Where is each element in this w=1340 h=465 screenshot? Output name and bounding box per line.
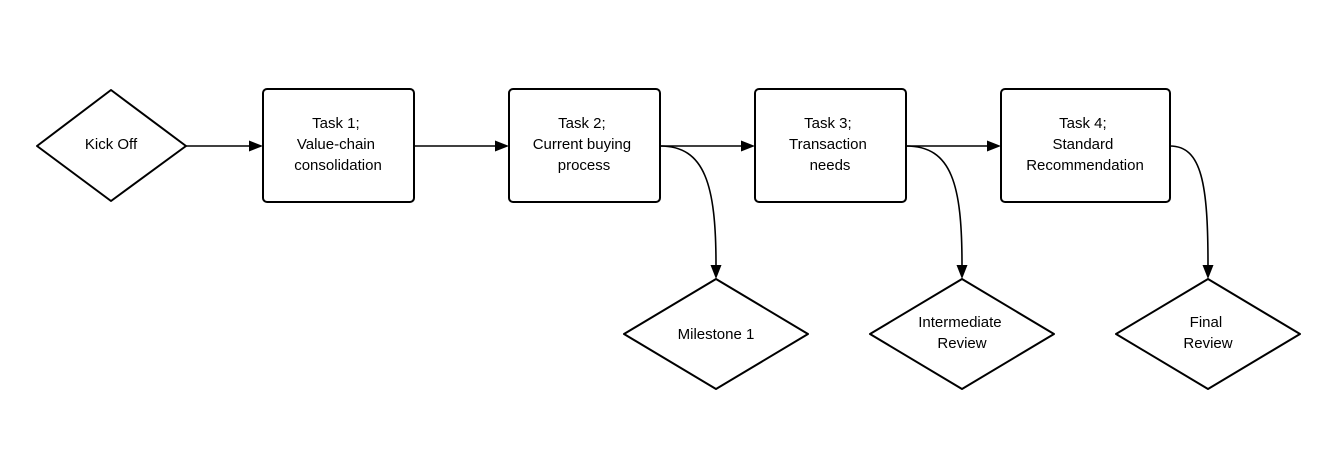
final-review-label: Final Review	[1183, 314, 1232, 352]
arrowhead-task2	[495, 140, 509, 152]
node-task2[interactable]: Task 2; Current buying process	[508, 88, 661, 203]
node-kickoff[interactable]: Kick Off	[36, 89, 187, 202]
kickoff-diamond	[36, 89, 187, 202]
task3-label-line-2: Transaction	[789, 136, 867, 153]
arrowhead-final	[1202, 265, 1214, 279]
arrowhead-task1	[249, 140, 263, 152]
node-task4[interactable]: Task 4; Standard Recommendation	[1000, 88, 1171, 203]
intermediate-review-label: Intermediate Review	[918, 314, 1006, 352]
edge-task3-intermediate	[905, 145, 963, 266]
task2-label-line-3: process	[558, 157, 611, 174]
node-task3[interactable]: Task 3; Transaction needs	[754, 88, 907, 203]
task4-label-line-1: Task 4;	[1059, 115, 1107, 132]
kickoff-label: Kick Off	[85, 136, 138, 153]
arrowhead-task3	[741, 140, 755, 152]
task3-box	[754, 88, 907, 203]
task4-label: Task 4; Standard Recommendation	[1026, 115, 1144, 174]
final-review-diamond	[1115, 278, 1301, 390]
intermediate-review-label-line-2: Review	[937, 335, 986, 352]
node-task1[interactable]: Task 1; Value-chain consolidation	[262, 88, 415, 203]
intermediate-review-diamond	[869, 278, 1055, 390]
task1-label-line-1: Task 1;	[312, 115, 360, 132]
task3-label-line-3: needs	[810, 157, 851, 174]
milestone1-label-line-1: Milestone 1	[678, 326, 755, 343]
edge-task4-final	[1169, 145, 1209, 266]
milestone1-label: Milestone 1	[678, 326, 755, 343]
task1-label-line-3: consolidation	[294, 157, 382, 174]
arrowhead-intermediate	[956, 265, 968, 279]
milestone1-diamond	[623, 278, 809, 390]
task1-label-line-2: Value-chain	[297, 136, 375, 153]
edge-task2-milestone1	[659, 145, 717, 266]
task1-label: Task 1; Value-chain consolidation	[294, 115, 382, 174]
node-final-review[interactable]: Final Review	[1115, 278, 1301, 390]
final-review-label-line-2: Review	[1183, 335, 1232, 352]
task2-label-line-1: Task 2;	[558, 115, 606, 132]
intermediate-review-label-line-1: Intermediate	[918, 314, 1001, 331]
task4-label-line-3: Recommendation	[1026, 157, 1144, 174]
node-intermediate-review[interactable]: Intermediate Review	[869, 278, 1055, 390]
arrowhead-task4	[987, 140, 1001, 152]
task1-box	[262, 88, 415, 203]
task3-label: Task 3; Transaction needs	[789, 115, 871, 174]
arrowhead-milestone1	[710, 265, 722, 279]
task3-label-line-1: Task 3;	[804, 115, 852, 132]
task4-label-line-2: Standard	[1052, 136, 1113, 153]
kickoff-label-line-1: Kick Off	[85, 136, 138, 153]
final-review-label-line-1: Final	[1190, 314, 1223, 331]
task2-label-line-2: Current buying	[533, 136, 631, 153]
task4-box	[1000, 88, 1171, 203]
edges	[186, 140, 1214, 279]
task2-box	[508, 88, 661, 203]
task2-label: Task 2; Current buying process	[533, 115, 636, 174]
node-milestone1[interactable]: Milestone 1	[623, 278, 809, 390]
